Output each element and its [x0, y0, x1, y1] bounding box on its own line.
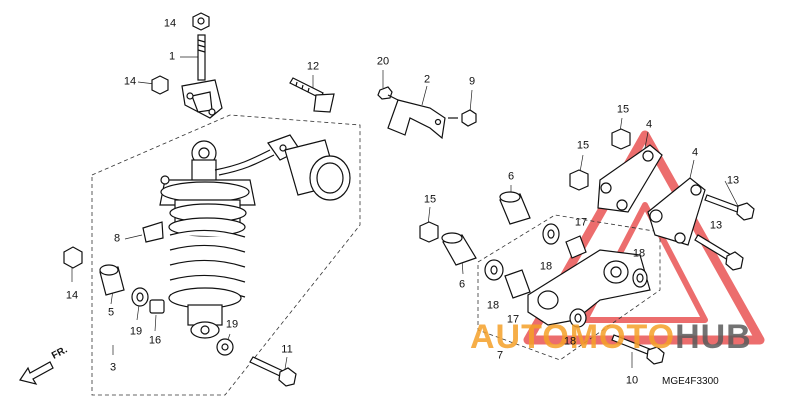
watermark-text: AUTOMOTOHUB	[470, 318, 752, 357]
callout-14-low: 14	[65, 289, 79, 302]
dust-seal-18c	[484, 259, 504, 281]
callout-5: 5	[107, 306, 115, 319]
bolt-13b	[694, 234, 744, 271]
flange-nut-top	[192, 12, 210, 31]
callout-17-b: 17	[506, 313, 520, 326]
callout-15-c: 15	[423, 193, 437, 206]
shock-reservoir	[267, 134, 351, 201]
callout-15-b: 15	[576, 139, 590, 152]
callout-6-b: 6	[458, 278, 466, 291]
bolt-9	[448, 109, 477, 127]
callout-6: 6	[507, 170, 515, 183]
callout-10: 10	[625, 374, 639, 387]
bolt-20	[377, 86, 401, 102]
callout-14-left: 14	[123, 75, 137, 88]
callout-18-c: 18	[486, 299, 500, 312]
flange-nut-15b	[569, 169, 589, 191]
watermark-text-part2: HUB	[675, 318, 752, 356]
callout-7: 7	[496, 349, 504, 362]
flange-nut-lower	[63, 246, 83, 269]
flange-nut-15c	[419, 221, 439, 243]
callout-4-a: 4	[645, 118, 653, 131]
callout-9: 9	[468, 75, 476, 88]
collar-6b	[441, 232, 477, 266]
dust-seal-18d	[569, 308, 587, 328]
callout-15-a: 15	[616, 103, 630, 116]
callout-18-b: 18	[539, 260, 553, 273]
callout-19-b: 19	[225, 318, 239, 331]
bracket-2	[387, 99, 446, 140]
collar-6a	[499, 191, 531, 225]
assembly-outline	[91, 114, 661, 396]
dust-seal-18b	[632, 268, 648, 288]
dust-seal-18a	[542, 223, 560, 245]
callout-13-b: 13	[709, 219, 723, 232]
leader-lines	[71, 56, 741, 376]
cushion-arm	[527, 249, 651, 326]
callout-12: 12	[306, 60, 320, 73]
callout-1: 1	[168, 50, 176, 63]
cushion-connecting-plate-a	[597, 144, 663, 213]
dust-seal-19a	[131, 287, 149, 307]
callout-16: 16	[148, 334, 162, 347]
front-direction-arrow	[19, 361, 54, 385]
bolt-12	[289, 77, 335, 113]
upper-mount-bracket	[181, 34, 223, 119]
callout-17-a: 17	[574, 216, 588, 229]
callout-20: 20	[376, 55, 390, 68]
flange-nut-left	[151, 75, 169, 95]
callout-18-d: 18	[563, 335, 577, 348]
flange-nut-15a	[611, 128, 631, 150]
rear-shock-absorber	[159, 140, 275, 339]
bushing-16	[149, 299, 165, 314]
diagram-code: MGE4F3300	[662, 376, 719, 387]
collar-5	[99, 264, 125, 296]
watermark-text-part1: AUTOMOTO	[470, 318, 676, 356]
callout-2: 2	[423, 73, 431, 86]
callout-13-a: 13	[726, 174, 740, 187]
callout-11: 11	[281, 343, 293, 356]
callout-19-a: 19	[129, 325, 143, 338]
bolt-10	[611, 334, 665, 365]
bushing-17b	[504, 269, 531, 299]
bolt-13a	[704, 194, 755, 221]
callout-4-b: 4	[691, 146, 699, 159]
bushing-17a	[565, 235, 587, 259]
callout-3: 3	[109, 361, 117, 374]
callout-18-a: 18	[632, 247, 646, 260]
clip-8	[142, 221, 164, 243]
callout-14-top: 14	[163, 17, 177, 30]
callout-8: 8	[113, 232, 121, 245]
cushion-connecting-plate-b	[647, 177, 706, 246]
bolt-11	[249, 356, 297, 387]
dust-seal-19b	[216, 338, 234, 356]
